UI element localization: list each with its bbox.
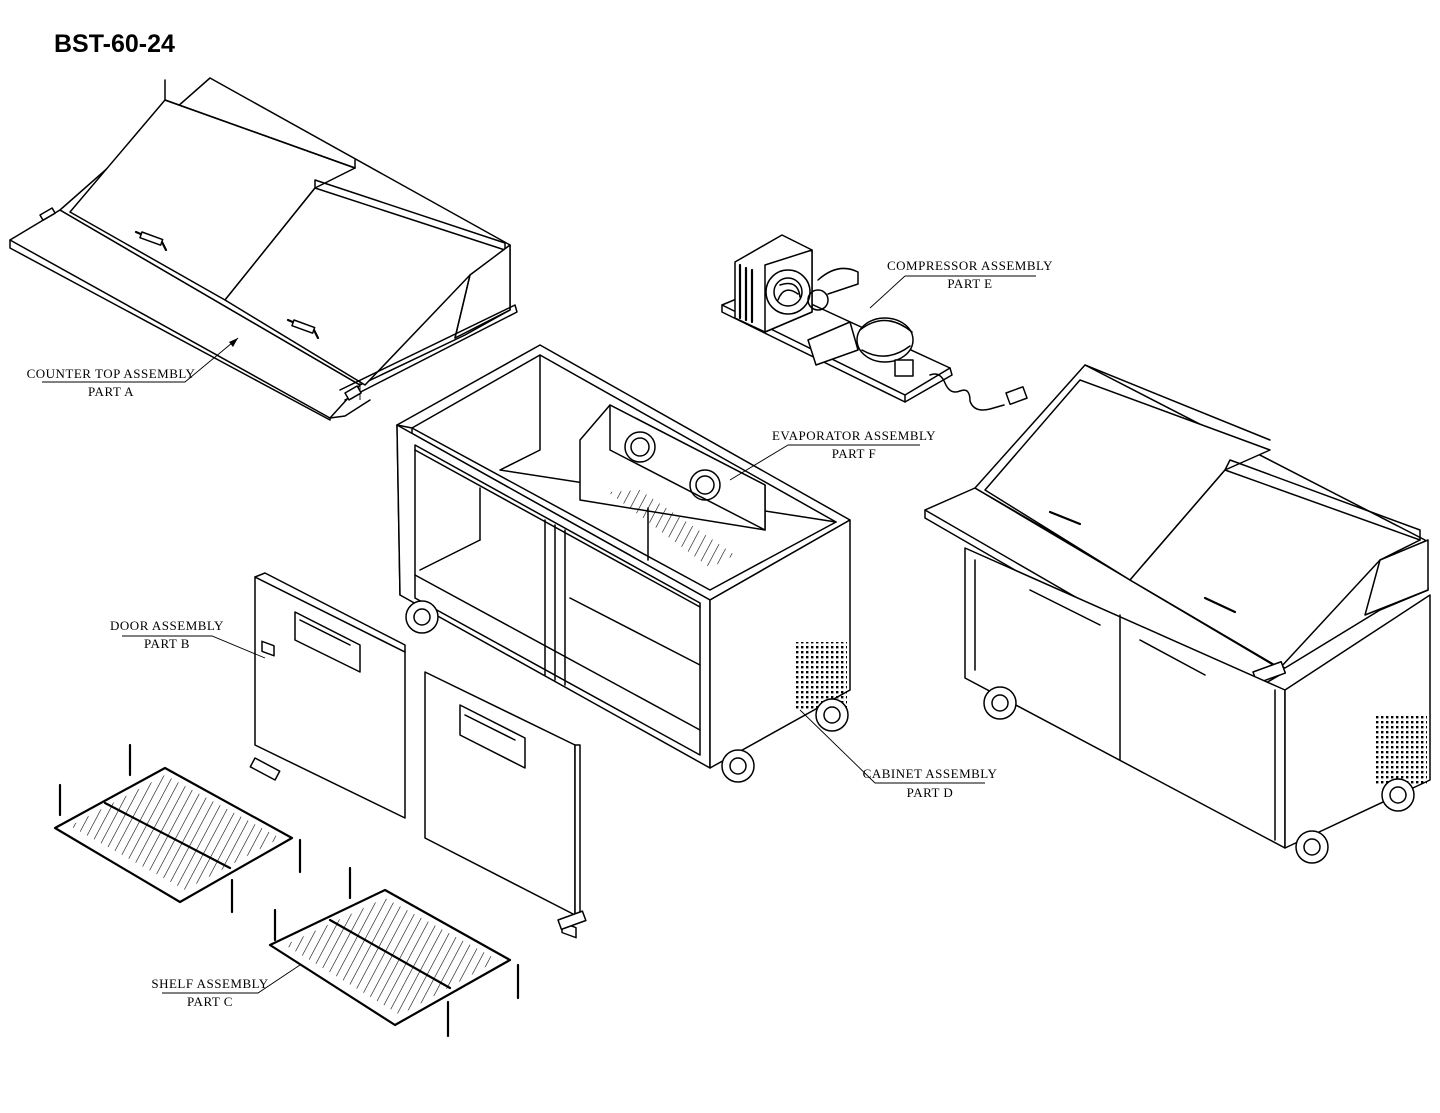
callout-part-a: COUNTER TOP ASSEMBLY PART A [27, 366, 196, 399]
callout-part-b-part: PART B [144, 636, 190, 651]
callout-part-c-name: SHELF ASSEMBLY [151, 976, 268, 991]
callout-part-e: COMPRESSOR ASSEMBLY PART E [887, 258, 1053, 291]
model-title: BST-60-24 [54, 30, 175, 58]
callout-leaders [42, 275, 1036, 994]
callout-part-c-part: PART C [187, 994, 233, 1009]
callout-part-d-name: CABINET ASSEMBLY [863, 766, 998, 781]
callout-part-a-part: PART A [88, 384, 134, 399]
callout-part-d-part: PART D [907, 785, 954, 800]
callout-part-e-part: PART E [947, 276, 992, 291]
assembled-unit [924, 364, 1431, 864]
callout-part-f: EVAPORATOR ASSEMBLY PART F [772, 428, 936, 461]
callout-part-b: DOOR ASSEMBLY PART B [110, 618, 224, 651]
callout-part-f-part: PART F [832, 446, 877, 461]
door-assembly [249, 572, 587, 939]
counter-top-assembly [9, 77, 518, 421]
callout-part-e-name: COMPRESSOR ASSEMBLY [887, 258, 1053, 273]
callout-part-d: CABINET ASSEMBLY PART D [863, 766, 998, 800]
cabinet-assembly [396, 344, 851, 783]
callout-part-a-name: COUNTER TOP ASSEMBLY [27, 366, 196, 381]
shelf-assembly [53, 743, 520, 1038]
callout-part-f-name: EVAPORATOR ASSEMBLY [772, 428, 936, 443]
callout-part-c: SHELF ASSEMBLY PART C [151, 976, 268, 1009]
callout-part-b-name: DOOR ASSEMBLY [110, 618, 224, 633]
compressor-assembly [721, 234, 1028, 411]
